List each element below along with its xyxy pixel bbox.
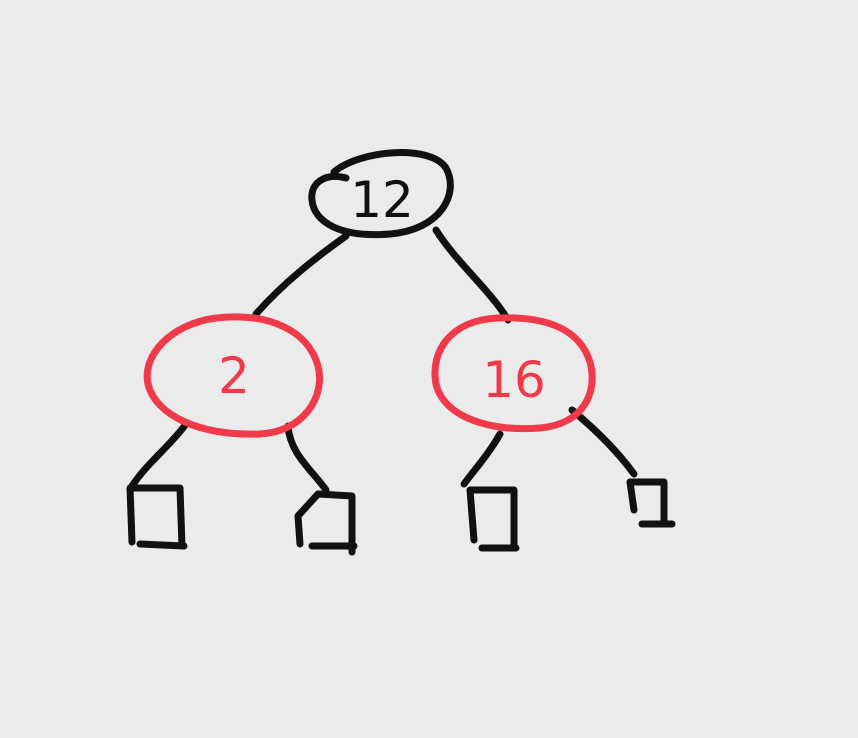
node-left-key: 2 [218,347,250,405]
edge-root-right [432,226,512,324]
node-left-outline [143,313,323,438]
node-root: 12 [308,149,454,239]
node-right: 16 [431,314,596,433]
edge-left-leaf2 [284,422,330,494]
edge-left-leaf1 [128,420,190,490]
node-left: 2 [143,313,323,438]
edge-right-leaf2 [568,406,638,478]
nil-leaf-3 [466,486,520,552]
node-root-key: 12 [350,171,414,229]
edge-right-leaf1 [460,430,504,488]
edge-root-left [252,232,350,318]
node-right-key: 16 [482,351,546,409]
nil-leaf-4 [626,478,676,528]
nil-leaf-2 [294,490,358,556]
node-root-outline [308,149,454,239]
node-right-outline [431,314,596,433]
nil-leaf-1 [126,484,188,550]
